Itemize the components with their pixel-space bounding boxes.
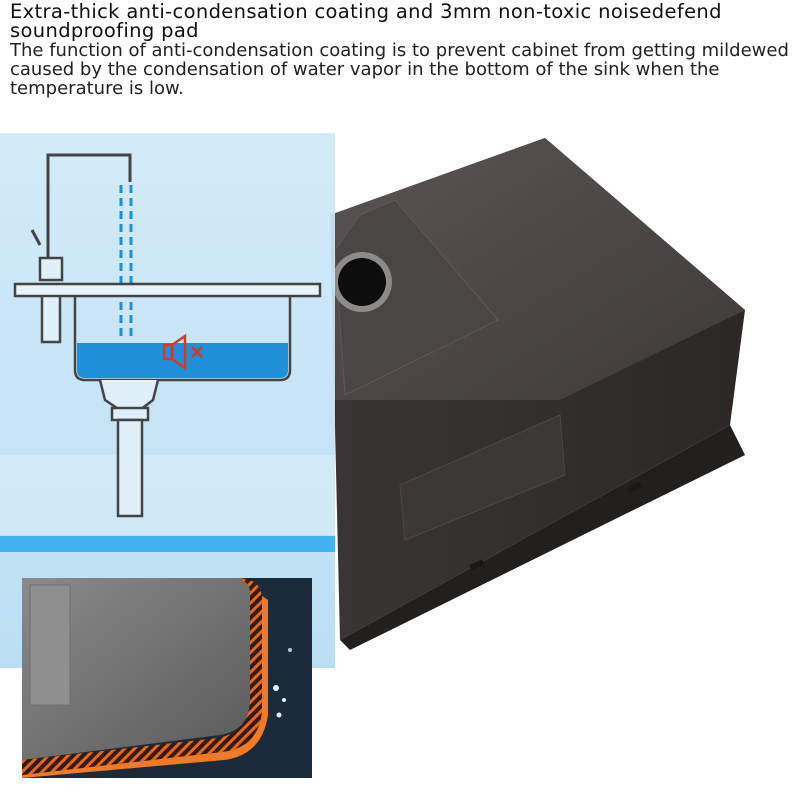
mute-speaker-icon <box>162 333 203 371</box>
page-description: The function of anti-condensation coatin… <box>10 40 789 99</box>
basin-water <box>77 343 288 378</box>
basin-outline <box>73 296 292 382</box>
coating-closeup <box>22 578 312 778</box>
countertop <box>13 282 322 298</box>
divider-bar <box>0 536 335 552</box>
sink-illustration <box>0 110 800 800</box>
sink-body <box>330 138 745 650</box>
drain-pipe-icon <box>98 379 160 518</box>
page-title: Extra-thick anti-condensation coating an… <box>10 0 722 42</box>
faucet-icon <box>30 153 132 344</box>
